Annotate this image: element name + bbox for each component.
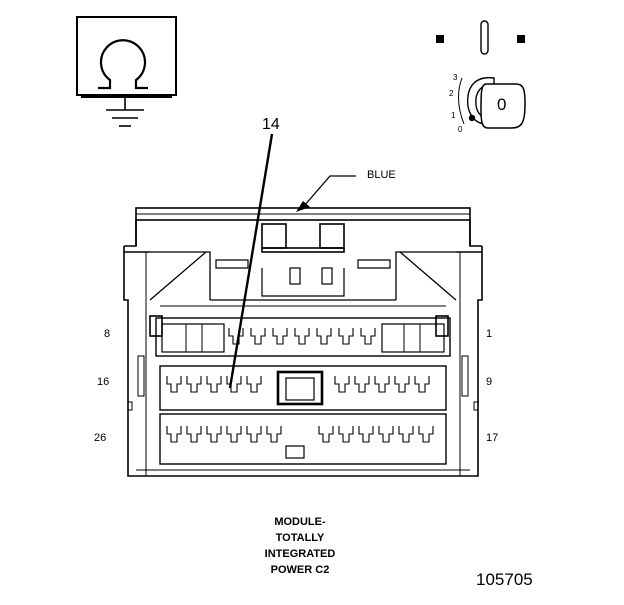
- terminal-cavity: [266, 426, 282, 443]
- row-bottom-pins: [166, 426, 434, 443]
- terminal-cavity: [250, 328, 266, 345]
- terminal-cavity: [374, 376, 390, 393]
- figure-number: 105705: [476, 570, 533, 589]
- caption-line-4: POWER C2: [270, 564, 330, 576]
- caption-line-3: INTEGRATED: [264, 548, 336, 560]
- terminal-cavity: [418, 426, 434, 443]
- pin-label-top-left: 8: [104, 328, 111, 340]
- terminal-cavity: [246, 376, 262, 393]
- caption-line-1: MODULE-: [274, 516, 326, 528]
- row-middle-cavities: [159, 365, 447, 411]
- terminal-cavity: [228, 328, 244, 345]
- pin-label-bottom-left: 26: [94, 432, 107, 444]
- terminal-cavity: [166, 376, 182, 393]
- key-position-0: 0: [458, 125, 463, 134]
- wire-color-pointer: [296, 175, 356, 212]
- ohmmeter-ground-icon: [76, 16, 177, 127]
- terminal-cavity: [358, 426, 374, 443]
- terminal-cavity: [414, 376, 430, 393]
- terminal-cavity: [294, 328, 310, 345]
- terminal-cavity: [186, 376, 202, 393]
- key-position-3: 3: [453, 73, 458, 82]
- terminal-cavity: [246, 426, 262, 443]
- terminal-cavity: [206, 376, 222, 393]
- terminal-cavity: [334, 376, 350, 393]
- terminal-cavity: [166, 426, 182, 443]
- row-bottom-cavities: [159, 413, 447, 465]
- terminal-cavity: [360, 328, 376, 345]
- row-middle-pins: [166, 376, 430, 393]
- terminal-cavity: [338, 328, 354, 345]
- terminal-cavity: [378, 426, 394, 443]
- pin-label-mid-right: 9: [486, 376, 493, 388]
- callout-leader-line: [228, 133, 274, 389]
- pin-label-mid-left: 16: [97, 376, 110, 388]
- terminal-cavity: [226, 426, 242, 443]
- callout-number: 14: [262, 116, 280, 133]
- terminal-cavity: [318, 426, 334, 443]
- terminal-cavity: [186, 426, 202, 443]
- key-position-1: 1: [451, 111, 456, 120]
- ignition-key-icon: [436, 20, 526, 129]
- connector-caption: MODULE- TOTALLY INTEGRATED POWER C2: [250, 514, 350, 578]
- pin-label-bottom-right: 17: [486, 432, 499, 444]
- row-top-pins: [228, 328, 376, 345]
- wire-color-label: BLUE: [367, 169, 396, 181]
- terminal-cavity: [316, 328, 332, 345]
- terminal-cavity: [272, 328, 288, 345]
- connector-body: [123, 207, 483, 477]
- caption-line-2: TOTALLY: [275, 532, 325, 544]
- terminal-cavity: [398, 426, 414, 443]
- key-label: 0: [497, 95, 507, 114]
- terminal-cavity: [206, 426, 222, 443]
- terminal-cavity: [226, 376, 242, 393]
- pin-label-top-right: 1: [486, 328, 493, 340]
- key-position-2: 2: [449, 89, 454, 98]
- terminal-cavity: [394, 376, 410, 393]
- terminal-cavity: [354, 376, 370, 393]
- terminal-cavity: [338, 426, 354, 443]
- row-top-cavities: [155, 317, 451, 357]
